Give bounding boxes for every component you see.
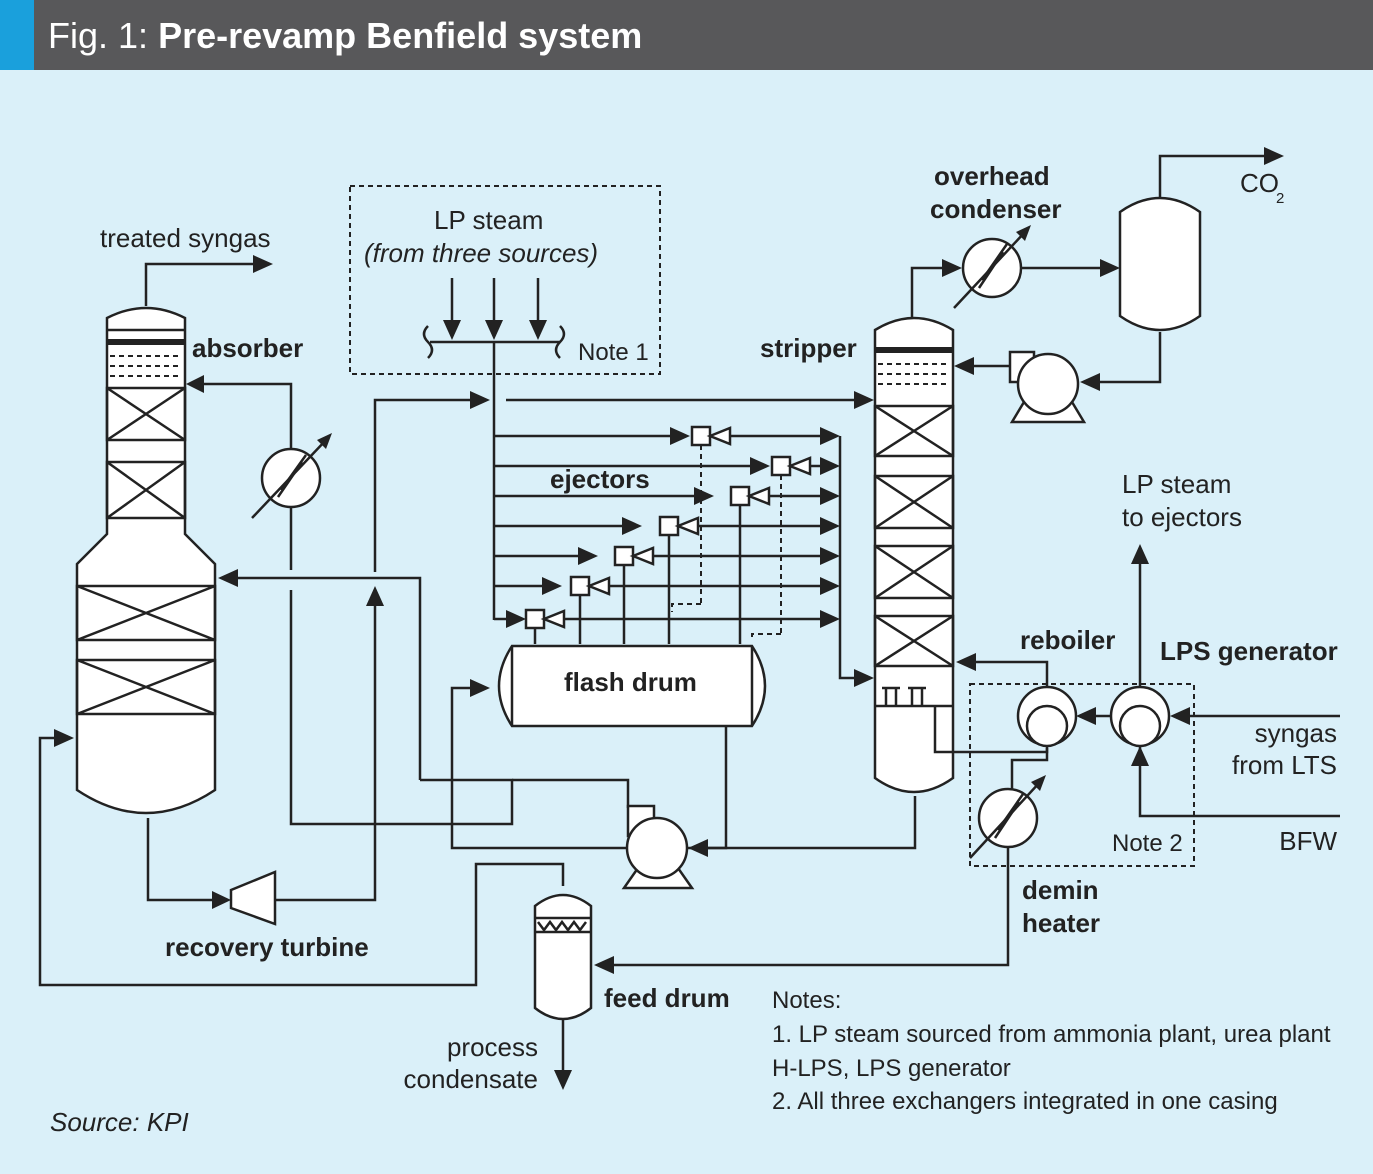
treated-syngas-line xyxy=(144,255,273,306)
lp-steam-sources-label: (from three sources) xyxy=(364,238,598,268)
lp-steam-to-label: LP steam xyxy=(1122,469,1231,499)
ejector-6 xyxy=(569,575,840,644)
flash-drum-label: flash drum xyxy=(564,667,697,697)
ejector-1 xyxy=(690,425,840,604)
feed-drum-label: feed drum xyxy=(604,983,730,1013)
solution-pump xyxy=(621,804,695,890)
ejector-branches xyxy=(494,427,770,628)
lp-steam-box xyxy=(349,185,661,620)
source-credit: Source: KPI xyxy=(50,1107,189,1137)
syngas-label: syngas xyxy=(1255,718,1337,748)
co2-label: CO xyxy=(1240,168,1279,198)
note1-tag: Note 1 xyxy=(578,339,649,366)
stripper-column xyxy=(873,316,955,794)
title-accent xyxy=(0,0,34,70)
absorber-feed-lines xyxy=(218,569,630,826)
steam-to-stripper xyxy=(506,391,874,409)
recovery-turbine xyxy=(146,391,490,926)
condenser-label: condenser xyxy=(930,194,1062,224)
ejector-5 xyxy=(613,545,840,644)
flash-drum-piping xyxy=(450,679,812,857)
demin-heater xyxy=(594,775,1046,974)
flash-drum xyxy=(497,644,767,728)
reboiler-label: reboiler xyxy=(1020,625,1115,655)
ejector-3 xyxy=(729,485,840,644)
overhead-label: overhead xyxy=(934,161,1050,191)
feed-drum xyxy=(38,729,593,1090)
process-label: process xyxy=(447,1032,538,1062)
demin-label: demin xyxy=(1022,875,1099,905)
bfw-label: BFW xyxy=(1279,826,1337,856)
absorber-column xyxy=(75,306,217,815)
note-item-2: 2. All three exchangers integrated in on… xyxy=(772,1088,1278,1115)
figure-title: Fig. 1: Pre-revamp Benfield system xyxy=(48,14,642,58)
from-lts-label: from LTS xyxy=(1232,750,1337,780)
note2-tag: Note 2 xyxy=(1112,830,1183,857)
ejector-units xyxy=(524,425,840,644)
co2-subscript: 2 xyxy=(1276,190,1284,207)
note-item-1: 1. LP steam sourced from ammonia plant, … xyxy=(772,1021,1331,1048)
lp-steam-label: LP steam xyxy=(434,205,543,235)
ejector-collector xyxy=(838,436,874,687)
recovery-turbine-label: recovery turbine xyxy=(165,932,369,962)
ejector-2 xyxy=(770,455,840,634)
absorber-cooler xyxy=(186,375,332,570)
ejector-4 xyxy=(658,515,840,644)
treated-syngas-label: treated syngas xyxy=(100,223,271,253)
heater-label: heater xyxy=(1022,908,1100,938)
absorber-label: absorber xyxy=(192,333,303,363)
overhead-system xyxy=(910,147,1284,391)
reflux-pump xyxy=(954,350,1087,424)
note-item-1-cont: H-LPS, LPS generator xyxy=(772,1055,1011,1082)
ejectors-label: ejectors xyxy=(550,464,650,494)
to-ejectors-label: to ejectors xyxy=(1122,502,1242,532)
condensate-label: condensate xyxy=(404,1064,538,1094)
figure-label: Fig. 1: xyxy=(48,15,149,56)
figure-title-text: Pre-revamp Benfield system xyxy=(158,15,643,56)
lps-generator-label: LPS generator xyxy=(1160,636,1338,666)
stripper-label: stripper xyxy=(760,333,857,363)
ejector-7 xyxy=(524,608,840,644)
integrated-exchangers xyxy=(812,544,1340,867)
notes-heading: Notes: xyxy=(772,987,841,1014)
title-bar: Fig. 1: Pre-revamp Benfield system xyxy=(0,0,1373,70)
